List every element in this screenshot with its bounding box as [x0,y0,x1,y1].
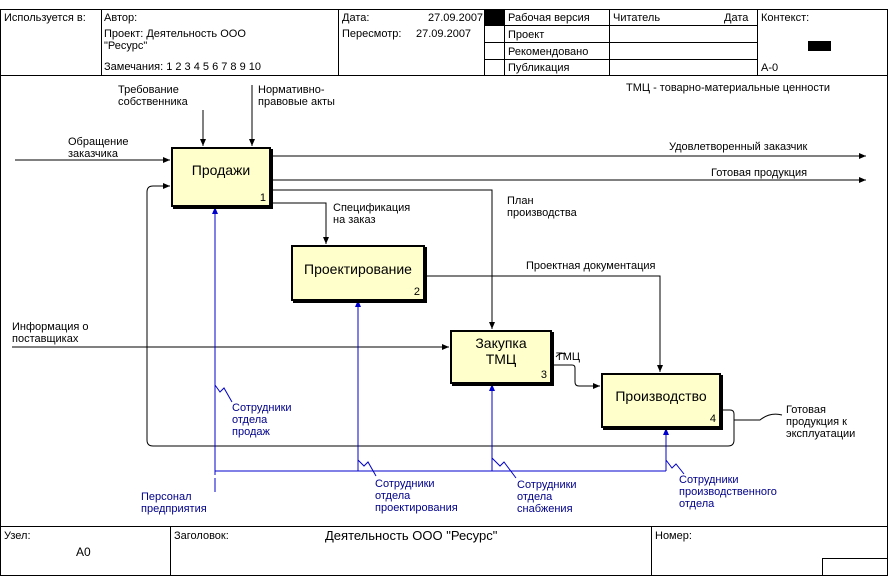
activity-title: Продажи [191,162,251,178]
label-staff-supply: Сотрудники отдела снабжения [517,479,577,515]
arrow-plan [271,189,495,329]
node-label: Узел: [4,530,31,542]
footer-col-divider [651,526,652,576]
label-staff-design: Сотрудники отдела проектирования [375,478,458,514]
activity-number: 1 [259,192,266,204]
tick-staff-prod [665,459,685,475]
label-req-owner: Требование собственника [118,84,188,108]
label-plan: План производства [507,195,577,219]
working-version-marker [485,10,504,25]
date-label: Дата: [342,12,370,24]
activity-title: Проектирование [304,261,412,277]
date-value: 27.09.2007 [428,12,484,24]
header-divider [0,75,888,76]
label-customer-request: Обращение заказчика [68,136,129,160]
reader-label: Читатель [613,12,661,24]
label-finished-goods: Готовая продукция [711,167,808,179]
tick-staff-sales [214,384,233,403]
tick-staff-supply [491,457,517,479]
project-label: Проект: Деятельность ООО [104,28,246,40]
project-label-cont: "Ресурс" [104,40,148,52]
status-publication: Публикация [508,62,570,74]
status-project: Проект [508,29,545,41]
diagram-title: Деятельность ООО "Ресурс" [325,528,498,543]
header-row-divider [484,25,758,26]
arrow-design-doc [425,275,663,372]
label-spec: Спецификация на заказ [333,202,411,226]
header-col-divider [338,9,339,76]
activity-title: Производство [615,388,707,404]
node-value: А0 [76,545,91,559]
number-label: Номер: [655,530,692,542]
tick-staff-design [357,459,377,477]
footer-divider [0,526,888,527]
status-recommended: Рекомендовано [508,46,589,58]
note-tmc-definition: ТМЦ - товарно-материальные ценности [626,82,831,94]
activity-number: 2 [413,286,420,298]
activity-box-design[interactable]: Проектирование 2 [291,245,425,301]
used-at-label: Используется в: [4,12,86,24]
arrow-ready-product [734,413,783,421]
label-satisfied-customer: Удовлетворенный заказчик [669,141,808,153]
footer-col-divider [170,526,171,576]
notes-label: Замечания: 1 2 3 4 5 6 7 8 9 10 [104,61,262,73]
label-supplier-info: Информация о поставщиках [12,321,89,345]
tmc-squiggle [555,352,567,358]
label-tmc: ТМЦ [556,351,581,363]
header-row-divider [484,42,758,43]
activity-box-purchase[interactable]: Закупка ТМЦ 3 [450,330,552,384]
activity-title: Закупка ТМЦ [475,335,527,367]
label-ready-product: Готовая продукция к эксплуатации [786,404,856,440]
label-personnel: Персонал предприятия [141,491,207,515]
arrow-spec [271,202,329,244]
status-working: Рабочая версия [508,12,590,24]
activity-box-production[interactable]: Производство 4 [601,373,721,428]
header-row-divider [484,59,758,60]
label-norm-acts: Нормативно- правовые акты [258,84,335,108]
label-staff-production: Сотрудники производственного отдела [679,474,777,510]
activity-box-sales[interactable]: Продажи 1 [171,147,271,207]
context-node-id: А-0 [761,62,779,74]
author-label: Автор: [104,12,138,24]
context-thumbnail [808,41,831,51]
activity-number: 4 [709,413,716,425]
label-staff-sales: Сотрудники отдела продаж [232,402,292,438]
context-label: Контекст: [761,12,810,24]
revision-label: Пересмотр: [342,28,402,40]
revision-value: 27.09.2007 [416,28,472,40]
header-col-divider [101,9,102,76]
title-label: Заголовок: [174,530,229,542]
label-design-doc: Проектная документация [526,260,656,272]
activity-number: 3 [540,369,547,381]
arrow-tmc [552,364,600,389]
arrow-feedback-loop [146,183,735,447]
reader-date-label: Дата [724,12,749,24]
